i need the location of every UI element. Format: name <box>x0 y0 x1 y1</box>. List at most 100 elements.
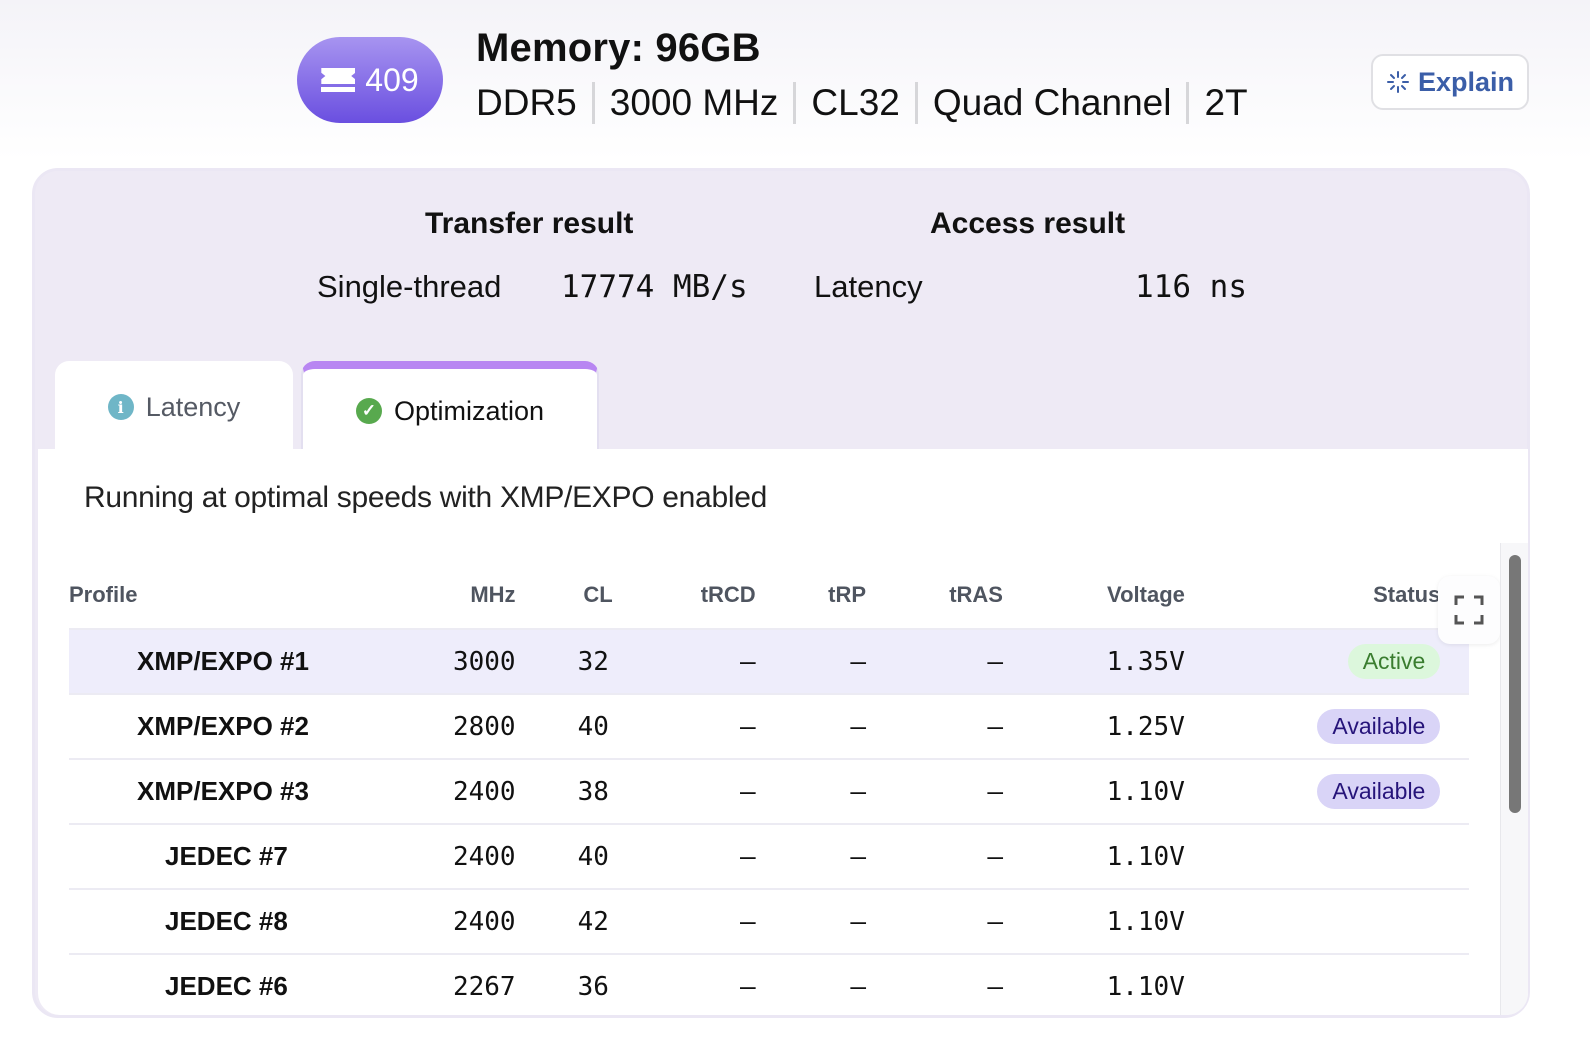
profile-name: XMP/EXPO #1 <box>69 628 335 694</box>
spec-list: DDR5 3000 MHz CL32 Quad Channel 2T <box>476 82 1248 124</box>
transfer-value: 17774 MB/s <box>561 269 748 305</box>
scrollbar-thumb[interactable] <box>1509 555 1521 813</box>
divider <box>793 82 797 124</box>
tab-label: Optimization <box>393 395 545 426</box>
tab-label: Latency <box>145 391 241 422</box>
scrollbar[interactable] <box>1500 543 1528 1015</box>
divider <box>1186 82 1190 124</box>
access-result-title: Access result <box>930 207 1126 240</box>
column-cl: CL <box>583 581 613 607</box>
cl-value: 32 <box>515 628 613 694</box>
spec-channel: Quad Channel <box>932 82 1172 123</box>
status-badge: Available <box>1317 774 1441 809</box>
mhz-value: 2400 <box>334 823 516 889</box>
trcd-value: – <box>612 953 756 1015</box>
fullscreen-button[interactable] <box>1438 576 1500 644</box>
explain-label: Explain <box>1417 66 1515 97</box>
trp-value: – <box>755 758 867 824</box>
voltage-value: 1.25V <box>1002 693 1185 759</box>
trcd-value: – <box>612 628 756 694</box>
score-badge[interactable]: 409 <box>297 37 443 123</box>
cl-value: 38 <box>515 758 613 824</box>
table-row[interactable]: JEDEC #8 2400 42 – – – 1.10V <box>69 888 1469 954</box>
trp-value: – <box>755 628 867 694</box>
cl-value: 36 <box>515 953 613 1015</box>
page-title: Memory: 96GB <box>476 26 761 70</box>
profile-name: XMP/EXPO #2 <box>69 693 335 759</box>
tras-value: – <box>866 823 1003 889</box>
voltage-value: 1.10V <box>1002 953 1185 1015</box>
table-row[interactable]: JEDEC #6 2267 36 – – – 1.10V <box>69 953 1469 1015</box>
access-label: Latency <box>814 269 923 304</box>
tab-latency[interactable]: i Latency <box>55 361 293 453</box>
profile-name: JEDEC #7 <box>69 823 335 889</box>
mhz-value: 3000 <box>334 628 516 694</box>
trcd-value: – <box>612 888 756 954</box>
mhz-value: 2400 <box>334 888 516 954</box>
table-row[interactable]: XMP/EXPO #3 2400 38 – – – 1.10V Availabl… <box>69 758 1469 824</box>
spec-type: DDR5 <box>476 82 577 123</box>
table-row[interactable]: JEDEC #7 2400 40 – – – 1.10V <box>69 823 1469 889</box>
status-badge: Active <box>1347 644 1441 679</box>
voltage-value: 1.35V <box>1002 628 1185 694</box>
table-row[interactable]: XMP/EXPO #1 3000 32 – – – 1.35V Active <box>69 628 1469 694</box>
mhz-value: 2800 <box>334 693 516 759</box>
tras-value: – <box>866 953 1003 1015</box>
status-badge: Available <box>1317 709 1441 744</box>
expand-icon <box>1454 595 1484 625</box>
table-row[interactable]: XMP/EXPO #2 2800 40 – – – 1.25V Availabl… <box>69 693 1469 759</box>
trp-value: – <box>755 693 867 759</box>
access-value: 116 ns <box>1135 269 1247 305</box>
check-circle-icon: ✓ <box>355 398 382 424</box>
trcd-value: – <box>612 758 756 824</box>
results-card: Transfer result Access result Single-thr… <box>32 168 1530 1018</box>
trp-value: – <box>755 823 867 889</box>
status-message: Running at optimal speeds with XMP/EXPO … <box>84 481 767 514</box>
trcd-value: – <box>612 693 756 759</box>
memory-chip-icon <box>321 66 356 94</box>
cl-value: 40 <box>515 693 613 759</box>
divider <box>914 82 918 124</box>
column-trp: tRP <box>828 581 867 607</box>
voltage-value: 1.10V <box>1002 758 1185 824</box>
score-value: 409 <box>365 61 419 98</box>
column-tras: tRAS <box>949 581 1003 607</box>
tras-value: – <box>866 888 1003 954</box>
spec-command-rate: 2T <box>1204 82 1248 123</box>
profile-name: JEDEC #6 <box>69 953 335 1015</box>
table-header: Profile MHz CL tRCD tRP tRAS Voltage Sta… <box>69 561 1469 629</box>
trp-value: – <box>755 888 867 954</box>
transfer-result-title: Transfer result <box>425 207 634 240</box>
column-trcd: tRCD <box>700 581 756 607</box>
profile-name: JEDEC #8 <box>69 888 335 954</box>
profiles-table: Profile MHz CL tRCD tRP tRAS Voltage Sta… <box>69 561 1469 1015</box>
transfer-label: Single-thread <box>317 269 502 304</box>
status-cell <box>1184 953 1441 1015</box>
voltage-value: 1.10V <box>1002 888 1185 954</box>
optimization-panel: Running at optimal speeds with XMP/EXPO … <box>38 449 1528 1015</box>
trcd-value: – <box>612 823 756 889</box>
cl-value: 42 <box>515 888 613 954</box>
mhz-value: 2267 <box>334 953 516 1015</box>
tab-optimization[interactable]: ✓ Optimization <box>301 361 599 453</box>
profile-name: XMP/EXPO #3 <box>69 758 335 824</box>
tras-value: – <box>866 693 1003 759</box>
trp-value: – <box>755 953 867 1015</box>
status-cell <box>1184 823 1441 889</box>
sparkle-icon <box>1386 71 1409 93</box>
spec-latency: CL32 <box>811 82 900 123</box>
spec-speed: 3000 MHz <box>609 82 779 123</box>
divider <box>591 82 595 124</box>
mhz-value: 2400 <box>334 758 516 824</box>
status-cell <box>1184 888 1441 954</box>
explain-button[interactable]: Explain <box>1371 54 1529 110</box>
cl-value: 40 <box>515 823 613 889</box>
column-voltage: Voltage <box>1107 581 1185 607</box>
column-profile: Profile <box>69 581 138 607</box>
voltage-value: 1.10V <box>1002 823 1185 889</box>
info-icon: i <box>107 394 134 420</box>
tras-value: – <box>866 628 1003 694</box>
header: 409 Memory: 96GB DDR5 3000 MHz CL32 Quad… <box>0 0 1590 160</box>
tras-value: – <box>866 758 1003 824</box>
column-mhz: MHz <box>470 581 516 607</box>
